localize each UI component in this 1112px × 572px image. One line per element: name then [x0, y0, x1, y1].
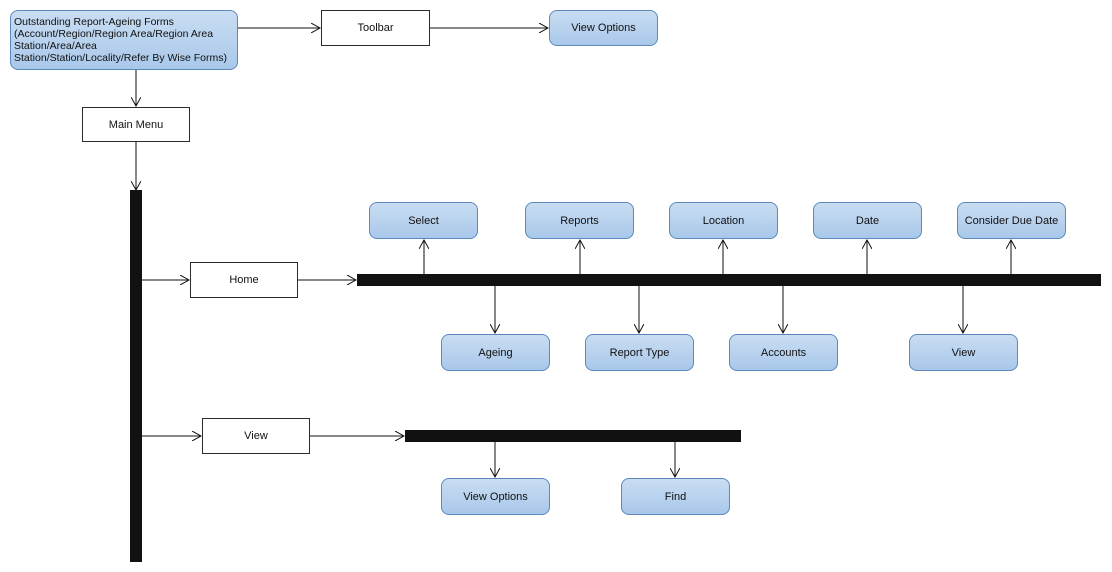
toolbar-node: Toolbar	[321, 10, 430, 46]
main-menu-label: Main Menu	[108, 118, 164, 131]
view-label: View	[244, 430, 268, 442]
select-label: Select	[408, 214, 439, 227]
report-type-node: Report Type	[585, 334, 694, 371]
accounts-node: Accounts	[729, 334, 838, 371]
accounts-label: Accounts	[760, 346, 807, 359]
home-view-label: View	[951, 346, 976, 359]
home-horizontal-bar	[357, 274, 1101, 286]
home-view-node: View	[909, 334, 1018, 371]
consider-due-date-label: Consider Due Date	[964, 214, 1059, 227]
location-label: Location	[702, 214, 745, 227]
main-menu-node: Main Menu	[82, 107, 190, 142]
toolbar-view-options-label: View Options	[571, 22, 636, 34]
date-node: Date	[813, 202, 922, 239]
location-node: Location	[669, 202, 778, 239]
view-options-node: View Options	[441, 478, 550, 515]
reports-label: Reports	[560, 214, 599, 227]
find-node: Find	[621, 478, 730, 515]
toolbar-node-label: Toolbar	[357, 22, 394, 34]
home-node: Home	[190, 262, 298, 298]
toolbar-view-options-node: View Options	[549, 10, 658, 46]
ageing-label: Ageing	[478, 346, 513, 359]
consider-due-date-node: Consider Due Date	[957, 202, 1066, 239]
view-horizontal-bar	[405, 430, 741, 442]
ageing-node: Ageing	[441, 334, 550, 371]
home-label: Home	[229, 274, 259, 286]
root-node-outstanding-report: Outstanding Report-Ageing Forms (Account…	[10, 10, 238, 70]
select-node: Select	[369, 202, 478, 239]
reports-node: Reports	[525, 202, 634, 239]
date-label: Date	[855, 214, 880, 227]
root-node-label: Outstanding Report-Ageing Forms (Account…	[14, 16, 227, 64]
main-vertical-bar	[130, 190, 142, 562]
view-options-label: View Options	[463, 490, 528, 503]
find-label: Find	[664, 490, 687, 503]
view-node: View	[202, 418, 310, 454]
report-type-label: Report Type	[609, 346, 670, 359]
